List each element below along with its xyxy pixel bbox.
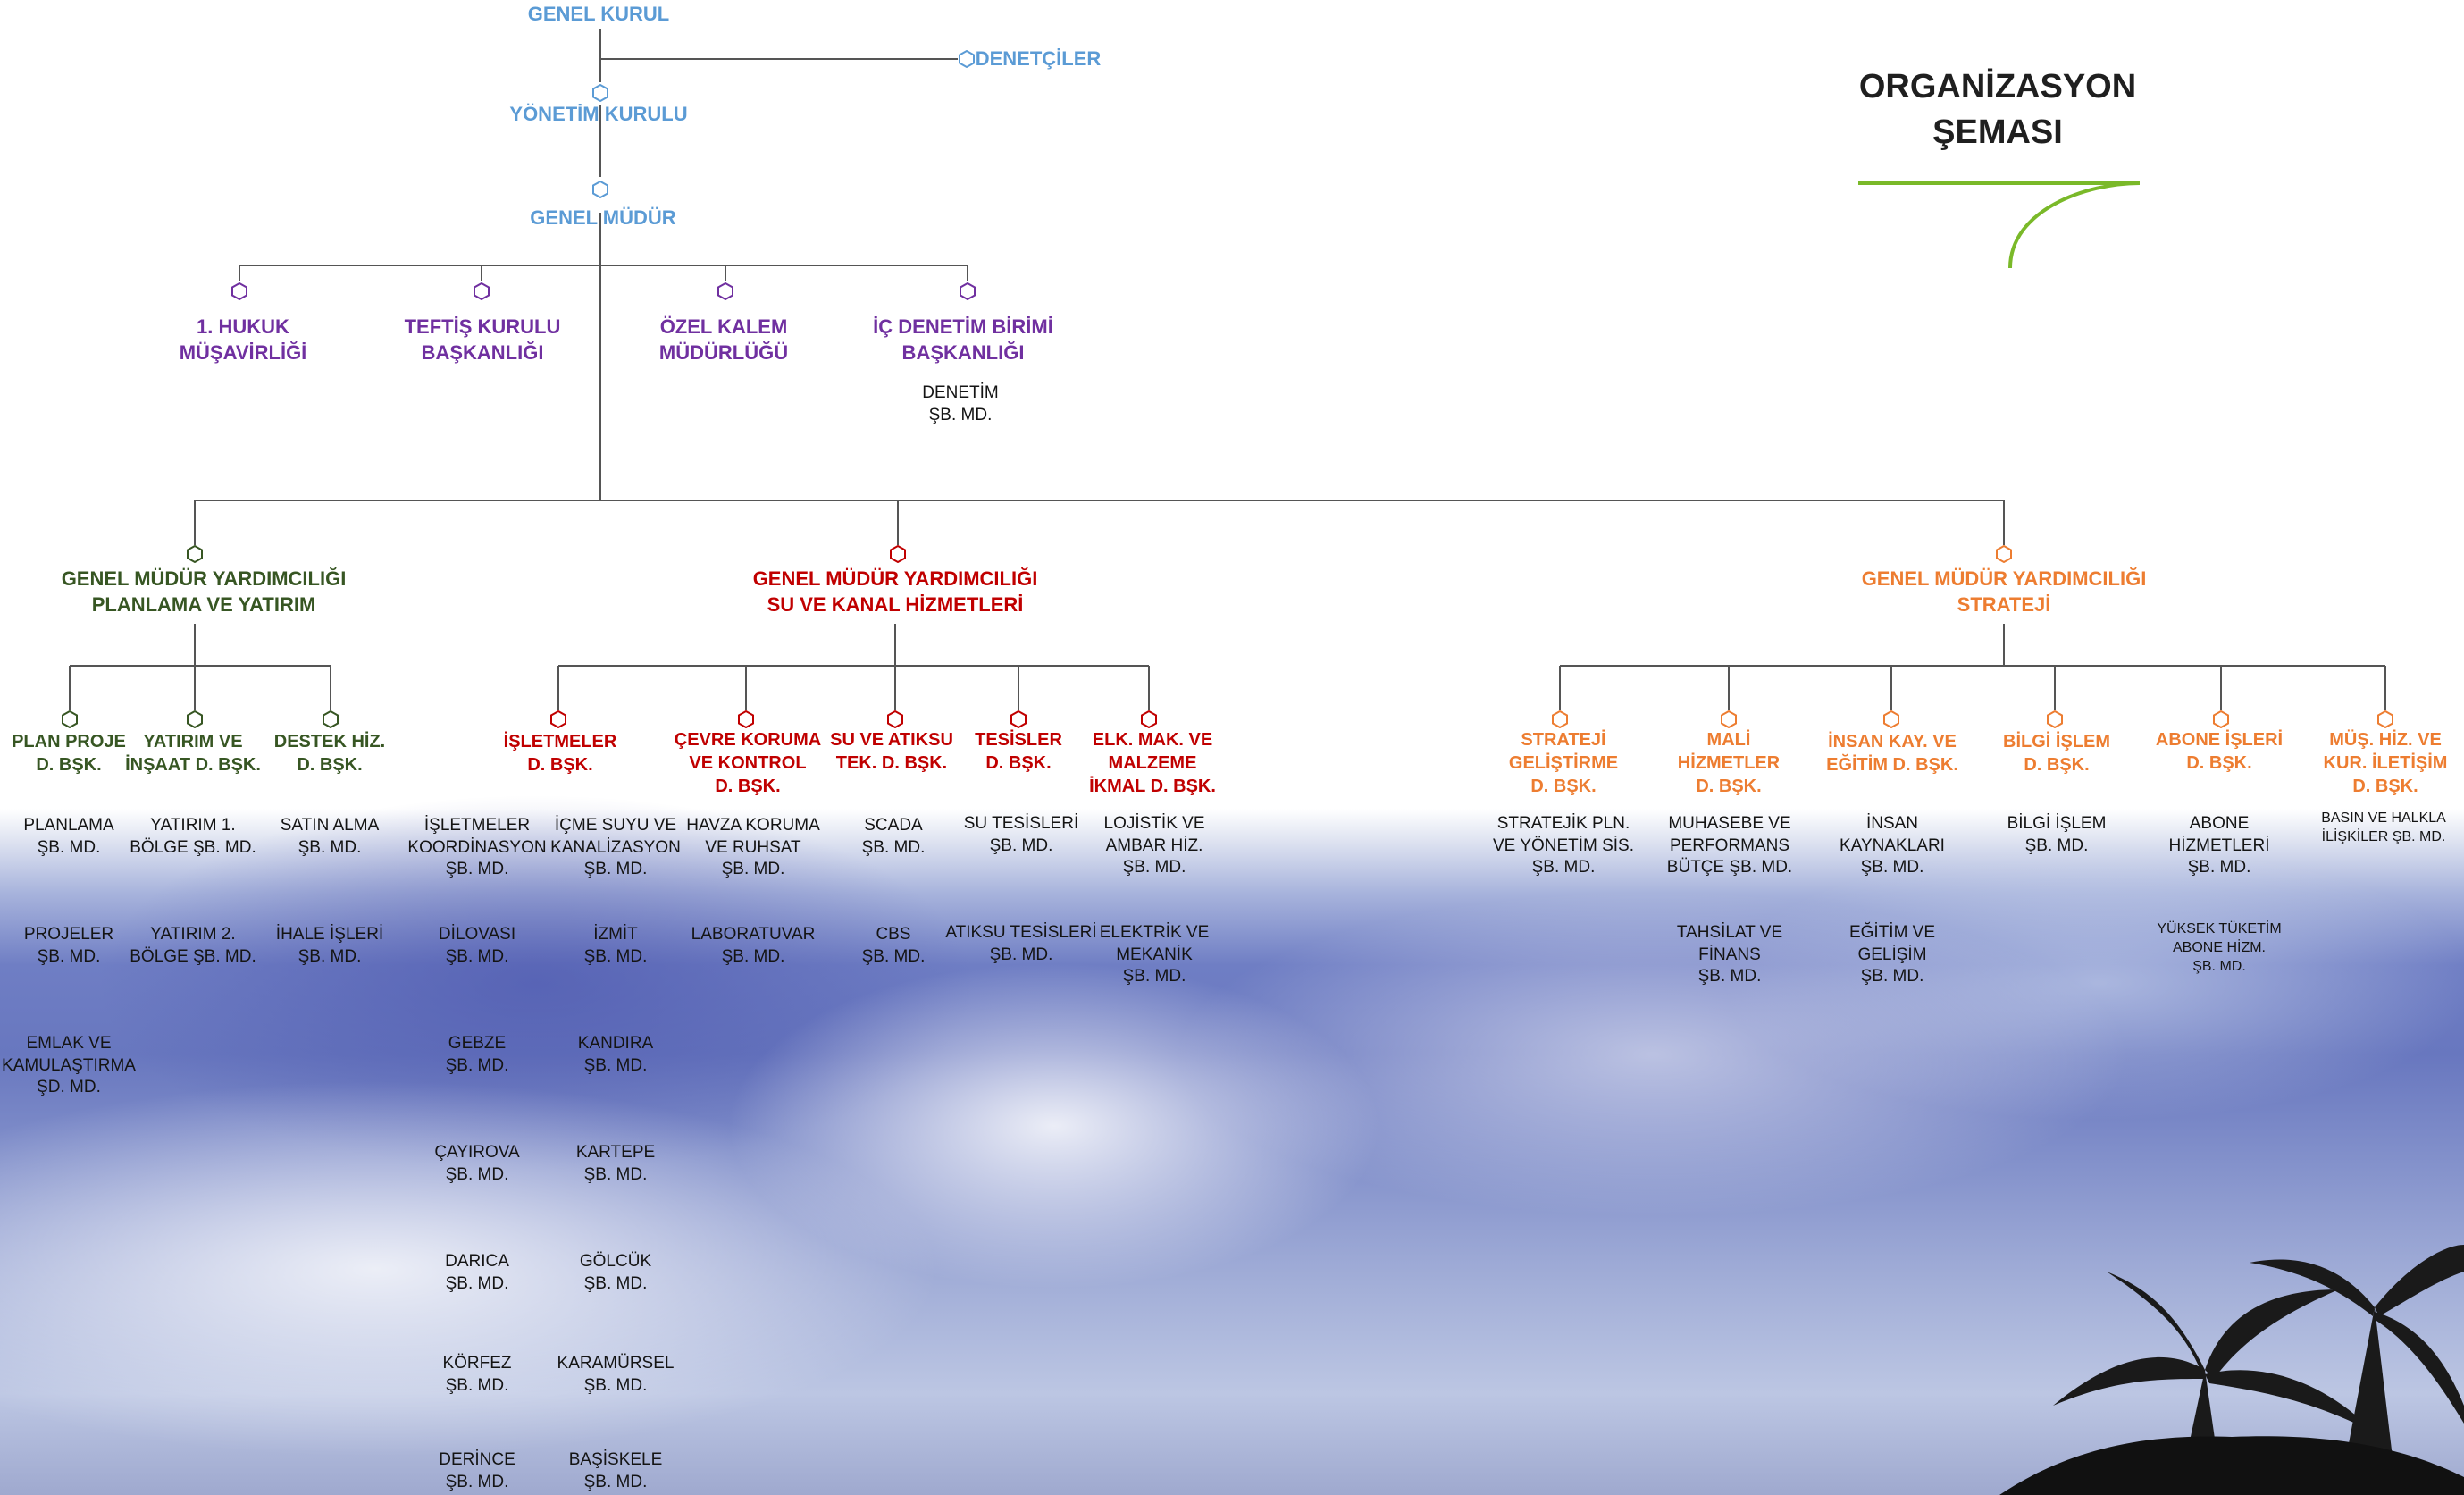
hexagon-icon <box>1010 710 1027 728</box>
mali-hizmetler-label: MALİ HİZMETLER D. BŞK. <box>1677 730 1781 796</box>
su-tesisleri-sube-label: SU TESİSLERİ ŞB. MD. <box>963 814 1079 855</box>
elk-mak-malzeme-label: ELK. MAK. VE MALZEME İKMAL D. BŞK. <box>1089 730 1216 796</box>
scada-sube-label: SCADA ŞB. MD. <box>861 816 926 857</box>
tahsilat-finans-sube-label: TAHSİLAT VE FİNANS ŞB. MD. <box>1676 923 1783 987</box>
hexagon-icon <box>592 181 608 198</box>
hexagon-icon <box>717 282 733 300</box>
hexagon-icon <box>550 710 566 728</box>
destek-hizmetleri-label: DESTEK HİZ. D. BŞK. <box>273 732 386 775</box>
yatirim-1-sube-label: YATIRIM 1. BÖLGE ŞB. MD. <box>130 816 256 857</box>
genel-kurul-label: GENEL KURUL <box>527 3 670 25</box>
icme-suyu-kanalizasyon-label: İÇME SUYU VE KANALİZASYON ŞB. MD. <box>550 816 681 879</box>
insan-kaynaklari-sube-label: İNSAN KAYNAKLARI ŞB. MD. <box>1840 814 1945 878</box>
denetciler-label: DENETÇİLER <box>975 47 1102 70</box>
hexagon-icon <box>738 710 754 728</box>
bilgi-islem-label: BİLGİ İŞLEM D. BŞK. <box>2003 732 2110 775</box>
yuksek-tuketim-sube-label: YÜKSEK TÜKETİM ABONE HİZM. ŞB. MD. <box>2157 921 2282 974</box>
hexagon-icon <box>960 282 976 300</box>
planlama-sube-label: PLANLAMA ŞB. MD. <box>23 816 114 857</box>
hexagon-icon <box>890 545 906 563</box>
hexagon-icon <box>2047 710 2063 728</box>
hexagon-icon <box>1721 710 1737 728</box>
hexagon-icon <box>959 50 975 68</box>
hexagon-icon <box>887 710 903 728</box>
elektrik-mekanik-sube-label: ELEKTRİK VE MEKANİK ŞB. MD. <box>1099 923 1210 987</box>
ozel-kalem-label: ÖZEL KALEM MÜDÜRLÜĞÜ <box>658 315 789 364</box>
strateji-gelistirme-label: STRATEJİ GELİŞTİRME D. BŞK. <box>1508 730 1619 796</box>
ic-denetim-label: İÇ DENETİM BİRİMİ BAŞKANLIĞI <box>873 315 1053 364</box>
green-curve-decoration <box>1858 181 2141 269</box>
darica-sube-label: DARICA ŞB. MD. <box>445 1252 509 1293</box>
hexagon-icon <box>2213 710 2229 728</box>
satin-alma-sube-label: SATIN ALMA ŞB. MD. <box>280 816 380 857</box>
hexagon-icon <box>592 84 608 102</box>
hexagon-icon <box>231 282 247 300</box>
cayirova-sube-label: ÇAYIROVA ŞB. MD. <box>434 1143 520 1184</box>
ihale-sube-label: İHALE İŞLERİ ŞB. MD. <box>275 925 384 966</box>
plan-proje-label: PLAN PROJE D. BŞK. <box>12 732 126 775</box>
kartepe-sube-label: KARTEPE ŞB. MD. <box>575 1143 656 1184</box>
musteri-kurumsal-iletisim-label: MÜŞ. HİZ. VE KUR. İLETİŞİM D. BŞK. <box>2323 730 2448 796</box>
hexagon-icon <box>1883 710 1899 728</box>
karamursel-sube-label: KARAMÜRSEL ŞB. MD. <box>557 1354 675 1395</box>
basiskele-sube-label: BAŞİSKELE ŞB. MD. <box>568 1450 663 1491</box>
golcuk-sube-label: GÖLCÜK ŞB. MD. <box>579 1252 652 1293</box>
korfez-sube-label: KÖRFEZ ŞB. MD. <box>442 1354 512 1395</box>
hexagon-icon <box>1552 710 1568 728</box>
yatirim-insaat-label: YATIRIM VE İNŞAAT D. BŞK. <box>125 732 261 775</box>
su-atiksu-teknolojileri-label: SU VE ATIKSU TEK. D. BŞK. <box>830 730 953 773</box>
hexagon-icon <box>2377 710 2393 728</box>
hexagon-icon <box>1141 710 1157 728</box>
laboratuvar-sube-label: LABORATUVAR ŞB. MD. <box>691 925 816 966</box>
hexagon-icon <box>62 710 78 728</box>
insan-kaynaklari-egitim-label: İNSAN KAY. VE EĞİTİM D. BŞK. <box>1826 732 1958 775</box>
abone-hizmetleri-sube-label: ABONE HİZMETLERİ ŞB. MD. <box>2168 814 2270 878</box>
stratejik-planlama-sube-label: STRATEJİK PLN. VE YÖNETİM SİS. ŞB. MD. <box>1492 814 1635 878</box>
emlak-sube-label: EMLAK VE KAMULAŞTIRMA ŞD. MD. <box>2 1034 136 1097</box>
gebze-sube-label: GEBZE ŞB. MD. <box>445 1034 509 1075</box>
basin-halkla-iliskiler-sube-label: BASIN VE HALKLA İLİŞKİLER ŞB. MD. <box>2321 810 2446 844</box>
page-title: ORGANİZASYON ŞEMASI <box>1858 68 2137 152</box>
egitim-gelisim-sube-label: EĞİTİM VE GELİŞİM ŞB. MD. <box>1848 923 1936 987</box>
hexagon-icon <box>187 710 203 728</box>
yatirim-2-sube-label: YATIRIM 2. BÖLGE ŞB. MD. <box>130 925 256 966</box>
hexagon-icon <box>323 710 339 728</box>
hexagon-icon <box>1996 545 2012 563</box>
tesisler-label: TESİSLER D. BŞK. <box>975 730 1062 773</box>
havza-koruma-sube-label: HAVZA KORUMA VE RUHSAT ŞB. MD. <box>686 816 820 879</box>
genel-mudur-label: GENEL MÜDÜR <box>530 206 676 229</box>
muhasebe-butce-sube-label: MUHASEBE VE PERFORMANS BÜTÇE ŞB. MD. <box>1666 814 1793 878</box>
dilovasi-sube-label: DİLOVASI ŞB. MD. <box>438 925 516 966</box>
isletmeler-koordinasyon-label: İŞLETMELER KOORDİNASYON ŞB. MD. <box>407 816 547 879</box>
cevre-koruma-label: ÇEVRE KORUMA VE KONTROL D. BŞK. <box>674 730 822 796</box>
isletmeler-label: İŞLETMELER D. BŞK. <box>503 732 617 775</box>
abone-isleri-label: ABONE İŞLERİ D. BŞK. <box>2155 730 2284 773</box>
strateji-gmy-label: GENEL MÜDÜR YARDIMCILIĞI STRATEJİ <box>1861 567 2147 616</box>
su-kanal-gmy-label: GENEL MÜDÜR YARDIMCILIĞI SU VE KANAL HİZ… <box>752 567 1038 616</box>
palm-trees-silhouette <box>1999 1245 2464 1495</box>
lojistik-ambar-sube-label: LOJİSTİK VE AMBAR HİZ. ŞB. MD. <box>1103 814 1205 878</box>
teftis-kurulu-label: TEFTİŞ KURULU BAŞKANLIĞI <box>404 315 561 364</box>
hexagon-icon <box>187 545 203 563</box>
hukuk-musavirligi-label: 1. HUKUK MÜŞAVİRLİĞİ <box>179 315 307 364</box>
cbs-sube-label: CBS ŞB. MD. <box>861 925 926 966</box>
hexagon-icon <box>474 282 490 300</box>
denetim-sube-label: DENETİM ŞB. MD. <box>922 383 999 424</box>
izmit-sube-label: İZMİT ŞB. MD. <box>583 925 648 966</box>
atiksu-tesisleri-sube-label: ATIKSU TESİSLERİ ŞB. MD. <box>945 923 1097 964</box>
yonetim-kurulu-label: YÖNETİM KURULU <box>509 103 688 125</box>
kandira-sube-label: KANDIRA ŞB. MD. <box>577 1034 654 1075</box>
planlama-yatirim-gmy-label: GENEL MÜDÜR YARDIMCILIĞI PLANLAMA VE YAT… <box>61 567 347 616</box>
projeler-sube-label: PROJELER ŞB. MD. <box>23 925 114 966</box>
bilgi-islem-sube-label: BİLGİ İŞLEM ŞB. MD. <box>2007 814 2107 855</box>
derince-sube-label: DERİNCE ŞB. MD. <box>439 1450 515 1491</box>
